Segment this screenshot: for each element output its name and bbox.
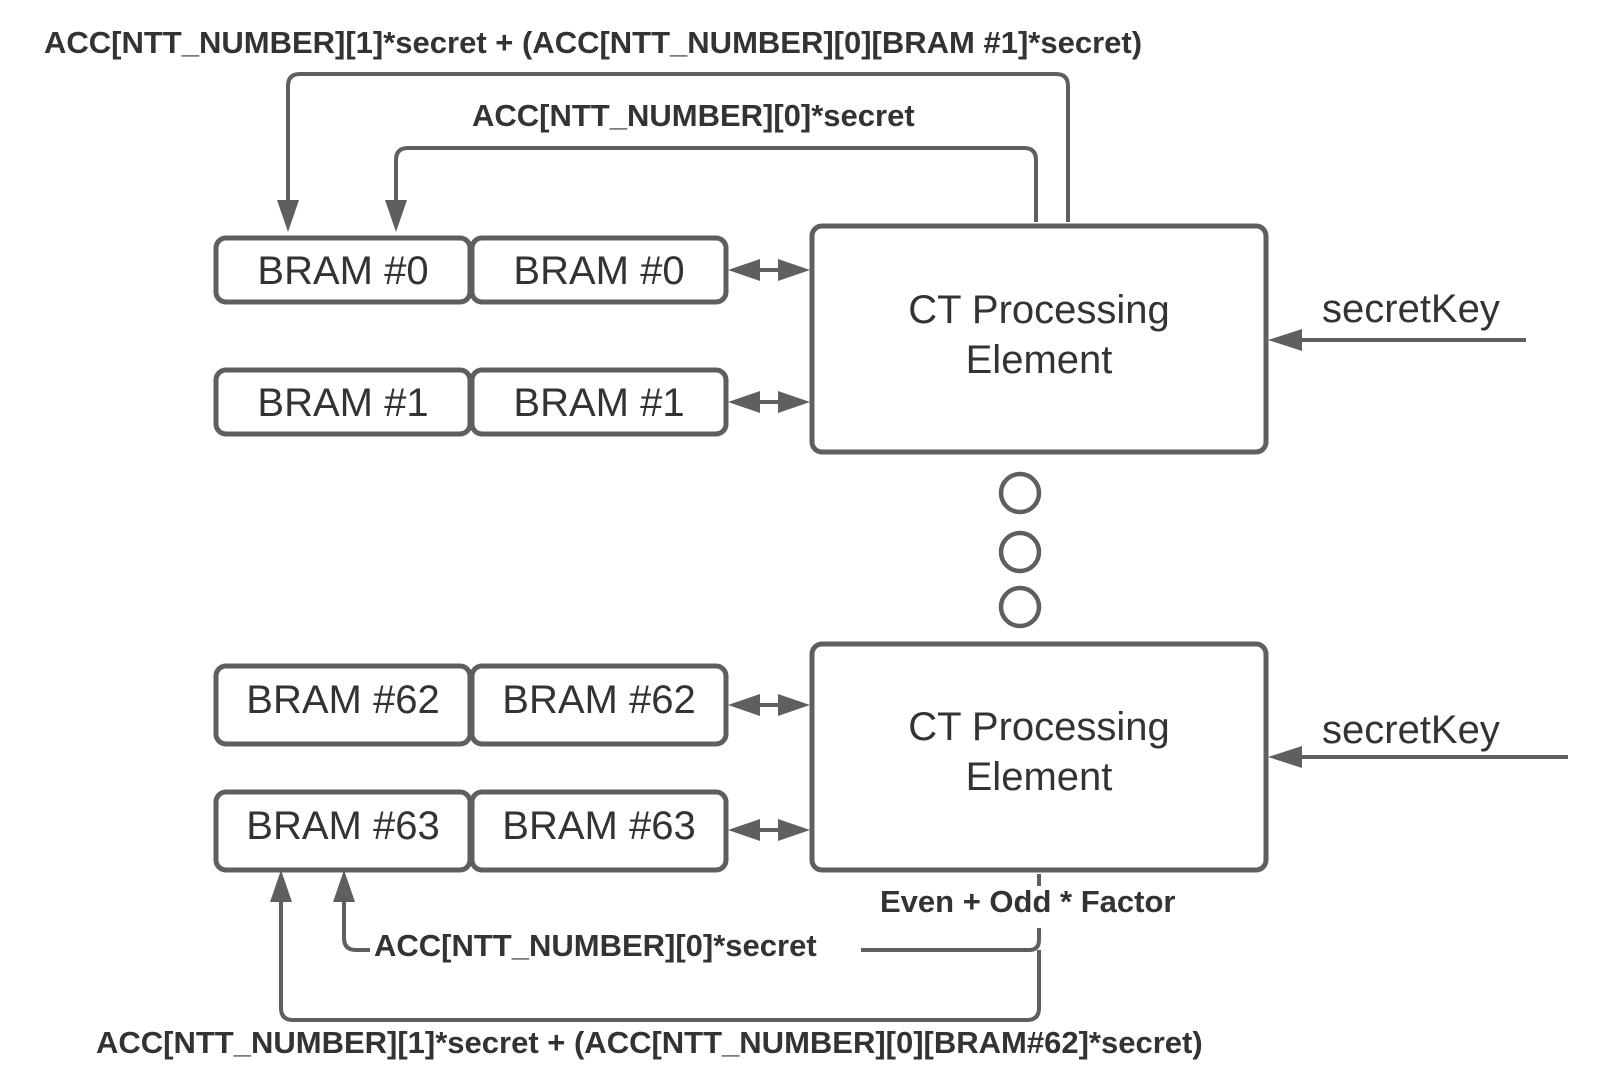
lower-pe-label-line2: Element: [966, 755, 1113, 799]
lower-secretkey-arrowhead: [1268, 746, 1302, 768]
acc0-feedback-wire-top: [394, 146, 1038, 222]
acc1-feedback-arrowhead-top: [277, 200, 299, 232]
lower-pe-label-line1: CT Processing: [908, 705, 1170, 749]
lower-secretkey-label: secretKey: [1322, 708, 1500, 752]
vertical-ellipsis-icon: [998, 471, 1042, 629]
bram-box: [469, 789, 729, 873]
bram-box: [469, 367, 729, 437]
bram-row-62: BRAM #62 BRAM #62: [213, 663, 729, 747]
bram-box: [469, 235, 729, 305]
acc1-feedback-wire-bottom: [279, 902, 1041, 1022]
top-acc0-label: ACC[NTT_NUMBER][0]*secret: [472, 98, 915, 133]
lower-ct-processing-element: [809, 641, 1269, 873]
bram0-pe-bidirectional-arrow: [728, 259, 810, 281]
bram-row-63: BRAM #63 BRAM #63: [213, 789, 729, 873]
upper-secretkey-arrowhead: [1268, 329, 1302, 351]
bram63-pe-bidirectional-arrow: [728, 819, 810, 841]
upper-secretkey-label: secretKey: [1322, 287, 1500, 331]
upper-pe-label-line2: Element: [966, 338, 1113, 382]
acc1-feedback-wire-top: [286, 72, 1070, 222]
acc0-feedback-arrowhead-top: [385, 200, 407, 232]
bram-label: BRAM #63: [502, 804, 695, 848]
acc0-feedback-arrowhead-bottom: [333, 870, 355, 902]
top-acc1-label: ACC[NTT_NUMBER][1]*secret + (ACC[NTT_NUM…: [44, 25, 1142, 60]
acc0-feedback-wire-bottom-left: [342, 902, 370, 952]
bram-label: BRAM #1: [257, 381, 428, 425]
bram-label: BRAM #1: [513, 381, 684, 425]
bram-label: BRAM #62: [246, 678, 439, 722]
bram-row-0: BRAM #0 BRAM #0: [213, 235, 729, 305]
bram62-pe-bidirectional-arrow: [728, 694, 810, 716]
bram-label: BRAM #0: [513, 249, 684, 293]
upper-ct-processing-element: [809, 223, 1269, 455]
bram1-pe-bidirectional-arrow: [728, 391, 810, 413]
acc1-feedback-arrowhead-bottom: [270, 870, 292, 902]
even-odd-factor-label: Even + Odd * Factor: [880, 884, 1175, 919]
bram-box: [469, 663, 729, 747]
bottom-acc0-label: ACC[NTT_NUMBER][0]*secret: [374, 928, 817, 963]
upper-pe-label-line1: CT Processing: [908, 288, 1170, 332]
bottom-acc1-label: ACC[NTT_NUMBER][1]*secret + (ACC[NTT_NUM…: [96, 1025, 1203, 1060]
bram-label: BRAM #62: [502, 678, 695, 722]
bram-label: BRAM #0: [257, 249, 428, 293]
bram-label: BRAM #63: [246, 804, 439, 848]
acc0-feedback-wire-bottom: [861, 928, 1041, 952]
bram-row-1: BRAM #1 BRAM #1: [213, 367, 729, 437]
